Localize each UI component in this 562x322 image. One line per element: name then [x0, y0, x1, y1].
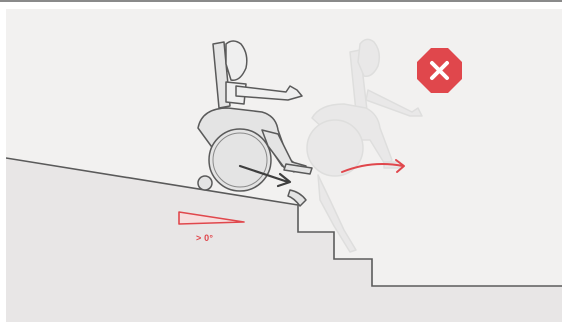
slope-angle-label: > 0° [196, 233, 213, 243]
wheelchair-stairs-illustration [6, 9, 562, 322]
top-divider [0, 0, 562, 2]
